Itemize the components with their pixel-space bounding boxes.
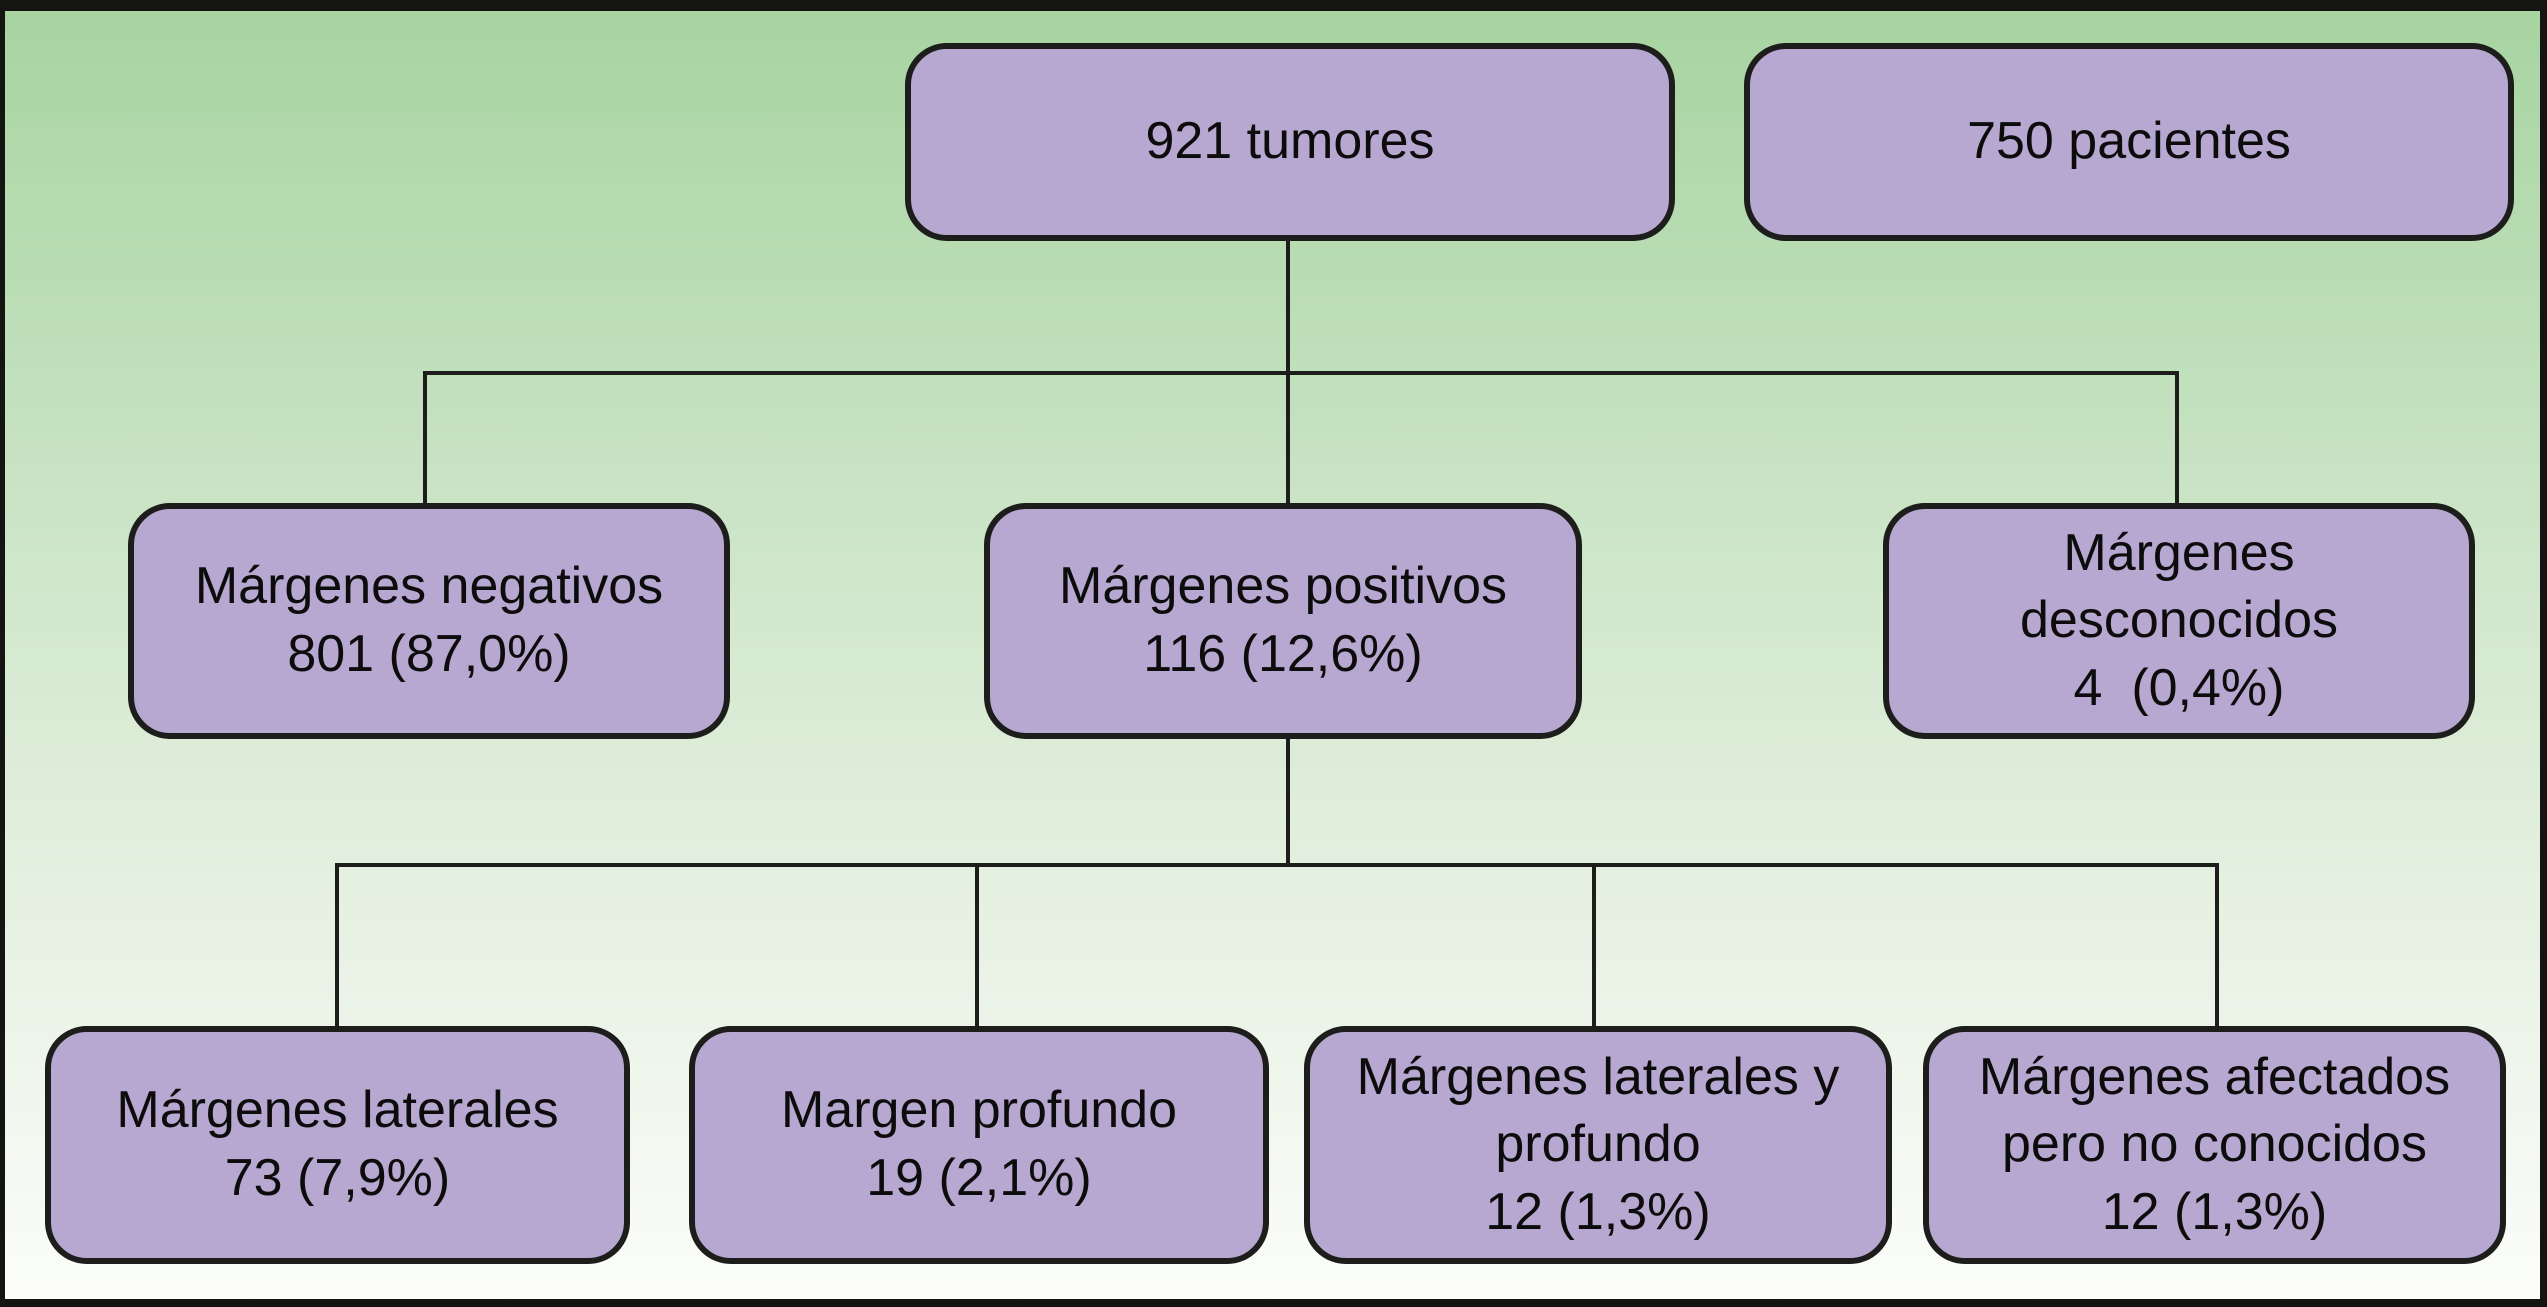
connector-laterales-drop [335,863,339,1028]
connector-negativos-drop [423,371,427,505]
node-margenes-positivos: Márgenes positivos 116 (12,6%) [984,503,1582,739]
node-margenes-laterales-y-profundo: Márgenes laterales y profundo 12 (1,3%) [1304,1026,1892,1264]
node-value: 19 (2,1%) [866,1149,1092,1207]
node-margenes-desconocidos: Márgenes desconocidos 4 (0,4%) [1883,503,2475,739]
node-margenes-laterales: Márgenes laterales 73 (7,9%) [45,1026,630,1264]
node-value: 801 (87,0%) [287,625,571,683]
node-value: 4 (0,4%) [2073,658,2285,717]
connector-lat-prof-drop [1592,863,1596,1028]
node-margen-profundo: Margen profundo 19 (2,1%) [689,1026,1269,1264]
node-tumores-line: 921 tumores [1145,112,1435,171]
node-label: Márgenes afectados [1978,1047,2451,1106]
node-pacientes-line: 750 pacientes [1967,112,2291,171]
node-value: 73 (7,9%) [224,1149,451,1207]
connector-level2-horizontal [423,371,2179,375]
connector-afectados-drop [2215,863,2219,1028]
connector-tumores-down [1286,239,1290,375]
node-label: Márgenes [2063,523,2295,582]
node-label: Margen profundo [780,1081,1178,1140]
connector-profundo-drop [975,863,979,1028]
node-value: 12 (1,3%) [1485,1182,1711,1241]
node-tumores: 921 tumores [905,43,1675,241]
connector-positivos-drop [1286,371,1290,505]
node-margenes-afectados-no-conocidos: Márgenes afectados pero no conocidos 12 … [1923,1026,2506,1264]
node-label: pero no conocidos [2002,1115,2427,1174]
node-value: 12 (1,3%) [2101,1182,2328,1241]
node-pacientes: 750 pacientes [1744,43,2514,241]
node-label: Márgenes positivos [1059,557,1507,616]
node-label: profundo [1495,1115,1701,1174]
node-margenes-negativos: Márgenes negativos 801 (87,0%) [128,503,730,739]
connector-level3-horizontal [335,863,2219,867]
node-value: 116 (12,6%) [1143,625,1423,683]
connector-positivos-down [1286,737,1290,867]
node-label: Márgenes laterales [116,1081,559,1140]
connector-desconocidos-drop [2175,371,2179,505]
node-label: Márgenes negativos [194,557,664,616]
node-label: Márgenes laterales y [1356,1047,1840,1106]
node-label: desconocidos [2020,591,2338,650]
